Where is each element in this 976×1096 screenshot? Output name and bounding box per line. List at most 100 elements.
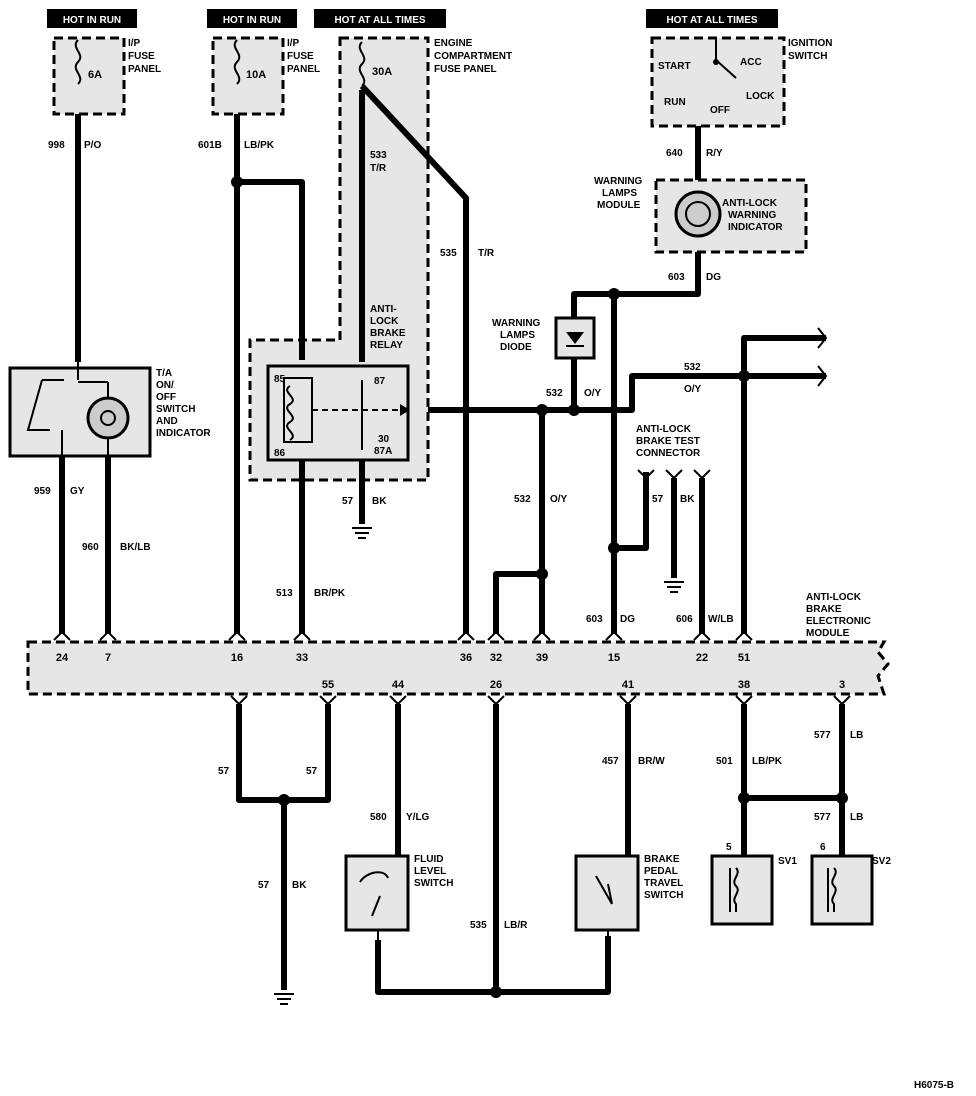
wire-color: GY bbox=[70, 486, 85, 497]
diode-label: WARNING bbox=[492, 318, 541, 329]
fluid-label: LEVEL bbox=[414, 866, 446, 877]
svg-text:START: START bbox=[658, 61, 691, 72]
wire-label: 640 bbox=[666, 148, 683, 159]
fuse-label: PANEL bbox=[287, 64, 320, 75]
svg-text:HOT IN RUN: HOT IN RUN bbox=[63, 15, 121, 26]
ta-label: INDICATOR bbox=[156, 428, 211, 439]
svg-text:INDICATOR: INDICATOR bbox=[728, 222, 783, 233]
fuse-label: I/P bbox=[128, 38, 141, 49]
wire-label: 457 bbox=[602, 756, 619, 767]
wire-color: LB bbox=[850, 730, 863, 741]
wire-color: BR/W bbox=[638, 756, 665, 767]
wire-51 bbox=[741, 335, 826, 634]
fluid-level-switch bbox=[344, 854, 410, 940]
wire-color: DG bbox=[706, 272, 721, 283]
svg-text:ANTI-LOCK: ANTI-LOCK bbox=[722, 198, 778, 209]
warning-lamps-diode bbox=[554, 316, 596, 360]
wire-color: BK bbox=[680, 494, 695, 505]
svg-text:WARNING: WARNING bbox=[728, 210, 777, 221]
svg-text:39: 39 bbox=[536, 652, 548, 664]
svg-text:87: 87 bbox=[374, 376, 386, 387]
fuse-panel-label: FUSE PANEL bbox=[434, 64, 497, 75]
module-label: ANTI-LOCK bbox=[806, 592, 862, 603]
relay-label: LOCK bbox=[370, 316, 399, 327]
wire-color: BR/PK bbox=[314, 588, 346, 599]
wire-color: LB/PK bbox=[244, 140, 275, 151]
wire-label: 57 bbox=[652, 494, 664, 505]
svg-text:38: 38 bbox=[738, 679, 750, 691]
svg-text:6: 6 bbox=[820, 842, 826, 853]
test-connector-label: BRAKE TEST bbox=[636, 436, 700, 447]
anti-lock-electronic-module bbox=[26, 640, 890, 696]
header-hot-in-run-1: HOT IN RUN bbox=[47, 9, 137, 28]
wire-color: BK bbox=[372, 496, 387, 507]
svg-text:32: 32 bbox=[490, 652, 502, 664]
svg-text:ACC: ACC bbox=[740, 57, 762, 68]
wire-532-32 bbox=[493, 571, 542, 634]
svg-text:55: 55 bbox=[322, 679, 334, 691]
svg-text:30: 30 bbox=[378, 434, 390, 445]
brake-switch-label: SWITCH bbox=[644, 890, 683, 901]
ta-label: OFF bbox=[156, 392, 176, 403]
wire-603 bbox=[571, 252, 701, 318]
wire-color: O/Y bbox=[550, 494, 568, 505]
fluid-label: FLUID bbox=[414, 854, 443, 865]
svg-text:33: 33 bbox=[296, 652, 308, 664]
module-label: MODULE bbox=[597, 200, 641, 211]
wire-57-ground-loop bbox=[236, 704, 331, 803]
svg-text:22: 22 bbox=[696, 652, 708, 664]
ignition-label: IGNITION bbox=[788, 38, 832, 49]
svg-text:OFF: OFF bbox=[710, 105, 730, 116]
ground-icon bbox=[352, 527, 372, 539]
module-label: LAMPS bbox=[602, 188, 637, 199]
relay-label: ANTI- bbox=[370, 304, 397, 315]
module-label: ELECTRONIC bbox=[806, 616, 871, 627]
wire-label: 577 bbox=[814, 812, 831, 823]
wire-label: 533 bbox=[370, 150, 387, 161]
wire-label: 998 bbox=[48, 140, 65, 151]
wire-label: 959 bbox=[34, 486, 51, 497]
wire-color: W/LB bbox=[708, 614, 734, 625]
wire-label: 532 bbox=[684, 362, 701, 373]
svg-text:6A: 6A bbox=[88, 69, 102, 81]
svg-text:LOCK: LOCK bbox=[746, 91, 775, 102]
svg-text:41: 41 bbox=[622, 679, 634, 691]
wire-color: T/R bbox=[478, 248, 495, 259]
svg-text:51: 51 bbox=[738, 652, 750, 664]
wire-color: LB/R bbox=[504, 920, 528, 931]
header-hot-in-run-2: HOT IN RUN bbox=[207, 9, 297, 28]
fuse-10a: 10A bbox=[211, 36, 285, 116]
fuse-label: FUSE bbox=[128, 51, 155, 62]
ground-icon bbox=[664, 581, 684, 593]
wire-label: 603 bbox=[586, 614, 603, 625]
svg-text:3: 3 bbox=[839, 679, 845, 691]
top-pin-connectors bbox=[53, 630, 753, 641]
module-label: BRAKE bbox=[806, 604, 842, 615]
wire-color: P/O bbox=[84, 140, 101, 151]
brake-switch-label: TRAVEL bbox=[644, 878, 683, 889]
svg-text:SV1: SV1 bbox=[778, 856, 797, 867]
wire-color: LB/PK bbox=[752, 756, 783, 767]
wire-label: 601B bbox=[198, 140, 222, 151]
header-hot-at-all-times-2: HOT AT ALL TIMES bbox=[646, 9, 778, 28]
wire-label: 603 bbox=[668, 272, 685, 283]
wire-color: O/Y bbox=[584, 388, 602, 399]
wire-535 bbox=[359, 83, 469, 634]
brake-switch-label: PEDAL bbox=[644, 866, 678, 877]
wire-color: LB bbox=[850, 812, 863, 823]
svg-text:RUN: RUN bbox=[664, 97, 686, 108]
wire-label: 532 bbox=[546, 388, 563, 399]
svg-text:26: 26 bbox=[490, 679, 502, 691]
ta-switch-indicator bbox=[8, 362, 152, 458]
svg-text:15: 15 bbox=[608, 652, 620, 664]
solenoid-valve-sv2: 6 SV2 bbox=[810, 842, 891, 926]
ground-icon bbox=[274, 993, 294, 1005]
wire-color: BK bbox=[292, 880, 307, 891]
svg-text:HOT AT ALL TIMES: HOT AT ALL TIMES bbox=[334, 15, 425, 26]
wire-color: BK/LB bbox=[120, 542, 151, 553]
svg-text:7: 7 bbox=[105, 652, 111, 664]
svg-text:85: 85 bbox=[274, 374, 286, 385]
fuse-panel-label: COMPARTMENT bbox=[434, 51, 512, 62]
ta-label: SWITCH bbox=[156, 404, 195, 415]
wire-color: Y/LG bbox=[406, 812, 430, 823]
